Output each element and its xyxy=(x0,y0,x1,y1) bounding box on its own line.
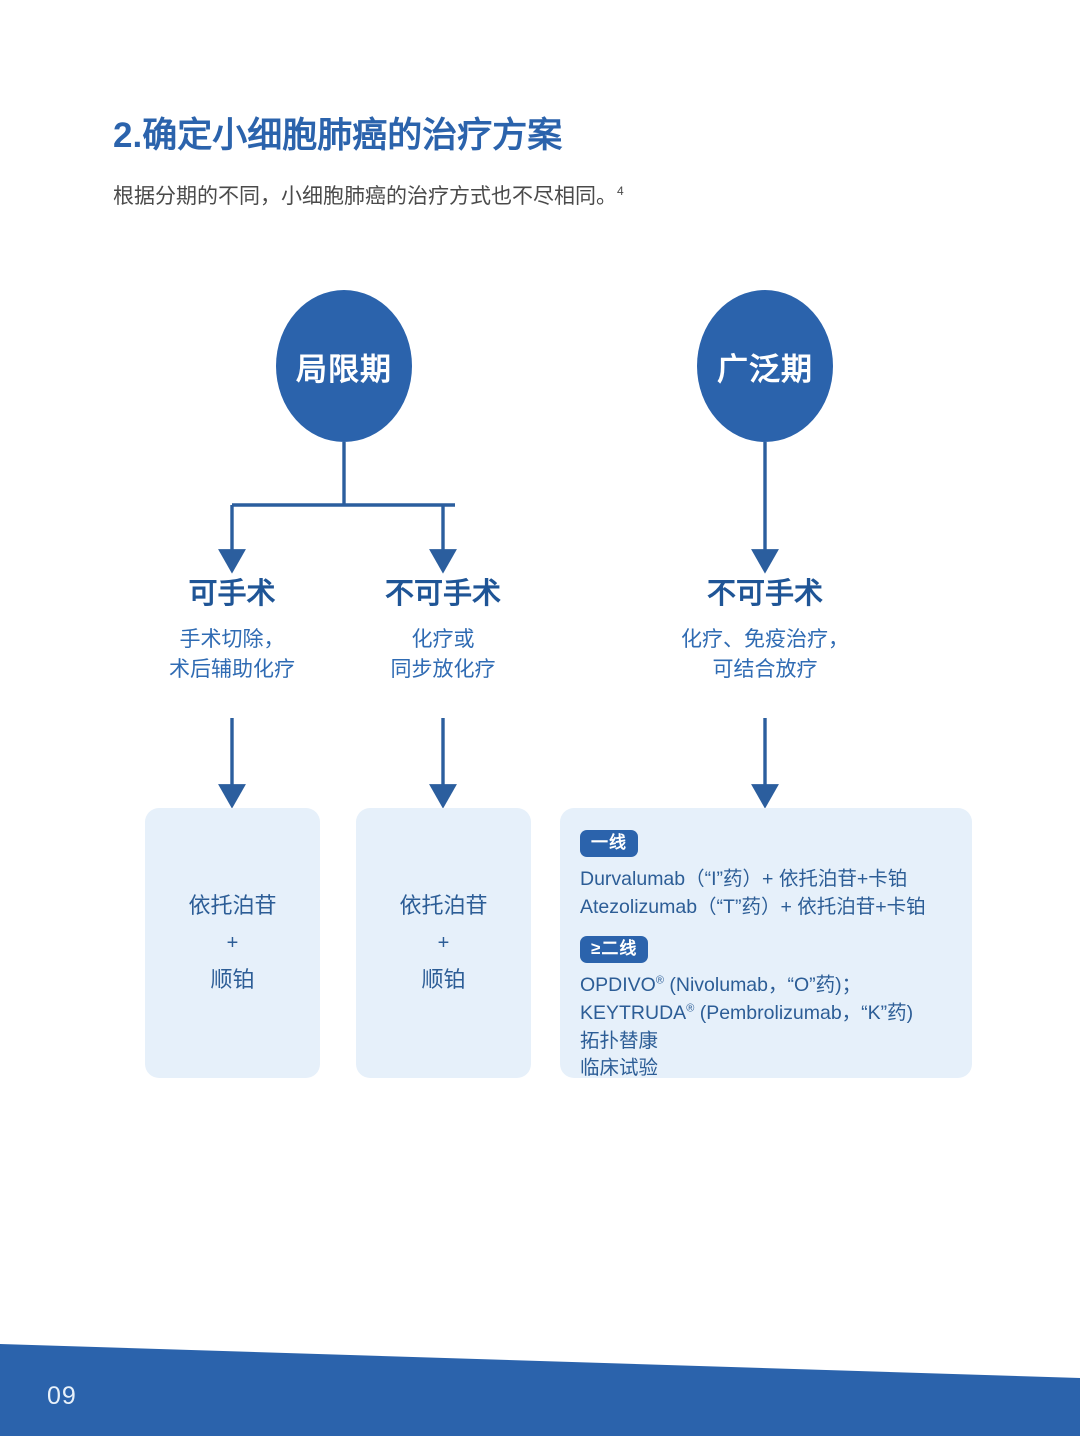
branch-operable-desc-line-1: 手术切除， xyxy=(179,628,285,652)
branch-inoperable-extensive: 不可手术 化疗、免疫治疗， 可结合放疗 xyxy=(681,578,849,685)
drug-brand-opdivo: OPDIVO xyxy=(580,974,656,997)
drug-brand-keytruda: KEYTRUDA xyxy=(580,1001,687,1024)
subtitle-reference: 4 xyxy=(617,184,624,198)
second-line-regimen-item: 拓扑替康 xyxy=(580,1029,659,1052)
treatment-box-extensive-content: 一线 Durvalumab（“I”药）+ 依托泊苷+卡铂 Atezolizuma… xyxy=(560,808,972,1083)
treatment-box-inoperable-limited-plus: + xyxy=(437,931,450,954)
branch-inoperable-limited-title: 不可手术 xyxy=(384,578,502,610)
second-line-regimen-list: OPDIVO® (Nivolumab，“O”药)； KEYTRUDA® (Pem… xyxy=(580,972,952,1083)
branch-inoperable-limited: 不可手术 化疗或 同步放化疗 xyxy=(385,578,501,685)
treatment-box-extensive: 一线 Durvalumab（“I”药）+ 依托泊苷+卡铂 Atezolizuma… xyxy=(560,808,972,1079)
branch-inoperable-limited-description: 化疗或 同步放化疗 xyxy=(385,625,501,685)
branch-operable-desc-line-2: 术后辅助化疗 xyxy=(169,658,295,682)
branch-operable-title: 可手术 xyxy=(188,578,276,610)
treatment-box-operable-plus: + xyxy=(226,931,239,954)
first-line-regimen-list: Durvalumab（“I”药）+ 依托泊苷+卡铂 Atezolizumab（“… xyxy=(580,866,952,921)
treatment-box-inoperable-limited-drug-2: 顺铂 xyxy=(421,966,466,992)
first-line-regimen-item: Durvalumab（“I”药）+ 依托泊苷+卡铂 xyxy=(580,868,908,891)
treatment-box-inoperable-limited-drug-1: 依托泊苷 xyxy=(399,893,488,918)
badge-first-line: 一线 xyxy=(580,830,638,858)
page-title: 2.确定小细胞肺癌的治疗方案 xyxy=(113,116,563,155)
branch-inoperable-extensive-title: 不可手术 xyxy=(706,578,823,610)
treatment-box-inoperable-limited: 依托泊苷 + 顺铂 xyxy=(356,808,531,1078)
treatment-box-operable-drug-2: 顺铂 xyxy=(210,966,255,992)
second-line-regimen-item: KEYTRUDA® (Pembrolizumab，“K”药) xyxy=(580,1000,952,1028)
treatment-box-operable-drug-1: 依托泊苷 xyxy=(188,893,277,918)
branch-inoperable-extensive-desc-line-1: 化疗、免疫治疗， xyxy=(681,628,849,652)
page-subtitle: 根据分期的不同，小细胞肺癌的治疗方式也不尽相同。4 xyxy=(113,180,624,210)
regimen-group-spacer xyxy=(580,922,952,936)
branch-inoperable-extensive-desc-line-2: 可结合放疗 xyxy=(712,658,818,682)
branch-inoperable-extensive-description: 化疗、免疫治疗， 可结合放疗 xyxy=(681,625,849,685)
drug-generic-keytruda: (Pembrolizumab，“K”药) xyxy=(694,1001,914,1024)
branch-operable-description: 手术切除， 术后辅助化疗 xyxy=(169,625,295,685)
second-line-regimen-item: 临床试验 xyxy=(580,1057,659,1080)
registered-trademark-icon: ® xyxy=(686,1002,695,1015)
drug-generic-opdivo: (Nivolumab，“O”药)； xyxy=(663,974,862,997)
footer-band xyxy=(0,1330,1080,1436)
stage-node-limited-label: 局限期 xyxy=(296,351,392,387)
stage-node-extensive[interactable]: 广泛期 xyxy=(697,290,833,442)
page-number: 09 xyxy=(47,1382,77,1410)
first-line-regimen-item: Atezolizumab（“T”药）+ 依托泊苷+卡铂 xyxy=(580,896,926,919)
badge-second-line: ≥二线 xyxy=(580,935,649,964)
treatment-box-operable: 依托泊苷 + 顺铂 xyxy=(145,808,320,1078)
stage-node-limited[interactable]: 局限期 xyxy=(276,290,412,442)
second-line-regimen-item: OPDIVO® (Nivolumab，“O”药)； xyxy=(580,972,952,1000)
stage-node-extensive-label: 广泛期 xyxy=(717,351,813,387)
subtitle-text: 根据分期的不同，小细胞肺癌的治疗方式也不尽相同。 xyxy=(113,185,617,208)
branch-inoperable-limited-desc-line-1: 化疗或 xyxy=(411,628,475,652)
branch-operable: 可手术 手术切除， 术后辅助化疗 xyxy=(169,578,295,685)
registered-trademark-icon: ® xyxy=(655,974,664,987)
branch-inoperable-limited-desc-line-2: 同步放化疗 xyxy=(390,658,496,682)
